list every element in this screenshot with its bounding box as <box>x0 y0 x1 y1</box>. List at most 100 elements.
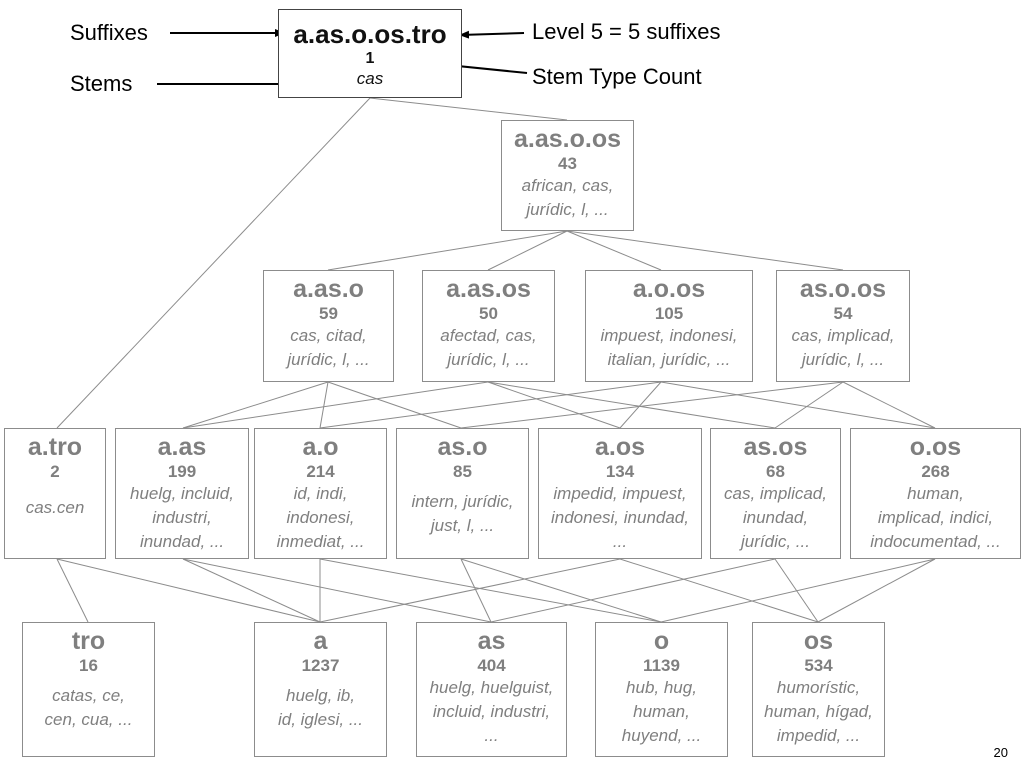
node-stems: human, implicad, indici, indocumentad, .… <box>870 484 1001 551</box>
node-count: 54 <box>833 304 853 323</box>
lattice-node-l1: tro 16 catas, ce, cen, cua, ... <box>22 622 155 757</box>
level-arrow <box>459 30 525 39</box>
edge <box>56 558 89 623</box>
edge <box>182 381 489 429</box>
stem-type-count-label: Stem Type Count <box>532 64 702 89</box>
edge <box>327 230 568 271</box>
edge <box>619 558 819 623</box>
edge <box>182 558 321 623</box>
node-count: 1 <box>365 49 375 67</box>
node-stems: huelg, incluid, industri, inundad, ... <box>130 484 234 551</box>
lattice-node-l2: a.as 199 huelg, incluid, industri, inund… <box>115 428 249 559</box>
node-stems: huelg, ib, id, iglesi, ... <box>277 686 364 729</box>
edge <box>774 381 844 429</box>
node-suffixes: a.as.o.os <box>514 125 621 153</box>
node-suffixes: a.o <box>302 433 339 461</box>
node-stems: cas, citad, jurídic, l, ... <box>287 326 370 369</box>
lattice-node-l4: a.as.o.os 43 african, cas, jurídic, l, .… <box>501 120 634 231</box>
edge <box>817 558 936 623</box>
lattice-node-l2: as.o 85 intern, jurídic, just, l, ... <box>396 428 529 559</box>
node-suffixes: a.as.os <box>446 275 531 303</box>
lattice-node-l1: os 534 humorístic, human, hígad, impedid… <box>752 622 885 757</box>
node-suffixes: a.as <box>157 433 207 461</box>
node-stems: intern, jurídic, just, l, ... <box>411 492 514 535</box>
node-count: 199 <box>167 462 197 481</box>
node-count: 1237 <box>301 656 340 675</box>
lattice-node-l3: a.as.os 50 afectad, cas, jurídic, l, ... <box>422 270 555 382</box>
lattice-node-l1: o 1139 hub, hug, human, huyend, ... <box>595 622 728 757</box>
node-stems: id, indi, indonesi, inmediat, ... <box>276 484 365 551</box>
node-stems: cas, implicad, jurídic, l, ... <box>791 326 895 369</box>
node-stems: catas, ce, cen, cua, ... <box>44 686 133 729</box>
node-stems: african, cas, jurídic, l, ... <box>521 176 614 219</box>
stems-label: Stems <box>70 71 133 96</box>
node-stems: cas, implicad, inundad, jurídic, ... <box>724 484 827 551</box>
node-suffixes: os <box>803 627 834 655</box>
edge <box>842 381 936 429</box>
edge <box>460 558 492 623</box>
edge <box>319 558 662 623</box>
node-stems: cas.cen <box>25 498 85 517</box>
lattice-node-l3: a.as.o 59 cas, citad, jurídic, l, ... <box>263 270 394 382</box>
node-count: 85 <box>453 462 472 481</box>
edge <box>369 97 568 121</box>
node-count: 50 <box>479 304 498 323</box>
node-count: 43 <box>558 154 577 173</box>
lattice-node-l3: a.o.os 105 impuest, indonesi, italian, j… <box>585 270 753 382</box>
node-suffixes: a.as.o.os.tro <box>293 18 447 49</box>
edge <box>182 558 492 623</box>
edge <box>660 558 936 623</box>
node-stems: huelg, huelguist, incluid, industri, ... <box>429 678 554 745</box>
node-count: 134 <box>605 462 635 481</box>
edge <box>566 230 662 271</box>
node-count: 16 <box>79 656 98 675</box>
node-suffixes: a.o.os <box>632 275 706 303</box>
edge <box>327 381 462 429</box>
edge <box>487 381 776 429</box>
node-count: 404 <box>477 656 506 675</box>
node-count: 214 <box>306 462 335 481</box>
lattice-node-top: a.as.o.os.tro 1 cas <box>278 9 462 98</box>
lattice-node-l2: a.os 134 impedid, impuest, indonesi, inu… <box>538 428 702 559</box>
edge <box>566 230 844 271</box>
lattice-node-l2: o.os 268 human, implicad, indici, indocu… <box>850 428 1021 559</box>
edge <box>56 97 371 429</box>
node-count: 105 <box>654 304 684 323</box>
node-suffixes: as.o.os <box>799 275 887 303</box>
edge <box>56 558 321 623</box>
lattice-node-l2: a.o 214 id, indi, indonesi, inmediat, ..… <box>254 428 387 559</box>
lattice-node-l2: as.os 68 cas, implicad, inundad, jurídic… <box>710 428 841 559</box>
edge <box>460 381 844 429</box>
node-count: 59 <box>319 304 338 323</box>
edge <box>319 381 329 429</box>
node-stems: afectad, cas, jurídic, l, ... <box>440 326 537 369</box>
edge <box>619 381 662 429</box>
node-suffixes: as.o <box>437 433 488 461</box>
edge <box>319 558 621 623</box>
lattice-node-l1: a 1237 huelg, ib, id, iglesi, ... <box>254 622 387 757</box>
node-stems: impuest, indonesi, italian, jurídic, ... <box>600 326 738 369</box>
node-suffixes: a.os <box>594 433 646 461</box>
lattice-node-l2: a.tro 2 cas.cen <box>4 428 106 559</box>
node-suffixes: tro <box>71 627 106 655</box>
node-stems: impedid, impuest, indonesi, inundad, ... <box>550 484 689 551</box>
node-suffixes: a.as.o <box>293 275 364 303</box>
node-suffixes: a <box>313 627 328 655</box>
edge <box>660 381 936 429</box>
lattice-node-l1: as 404 huelg, huelguist, incluid, indust… <box>416 622 567 757</box>
suffixes-label: Suffixes <box>70 20 148 45</box>
level-label: Level 5 = 5 suffixes <box>532 19 721 44</box>
edge <box>487 230 568 271</box>
node-suffixes: o.os <box>909 433 962 461</box>
node-stems: hub, hug, human, huyend, ... <box>621 678 702 745</box>
edge <box>319 381 662 429</box>
node-count: 534 <box>804 656 833 675</box>
node-stems: humorístic, human, hígad, impedid, ... <box>764 678 873 745</box>
node-count: 1139 <box>643 656 680 675</box>
edge <box>460 558 662 623</box>
node-count: 2 <box>50 462 60 481</box>
node-suffixes: as <box>477 627 506 655</box>
node-stems: cas <box>356 68 384 88</box>
node-count: 68 <box>766 462 785 481</box>
